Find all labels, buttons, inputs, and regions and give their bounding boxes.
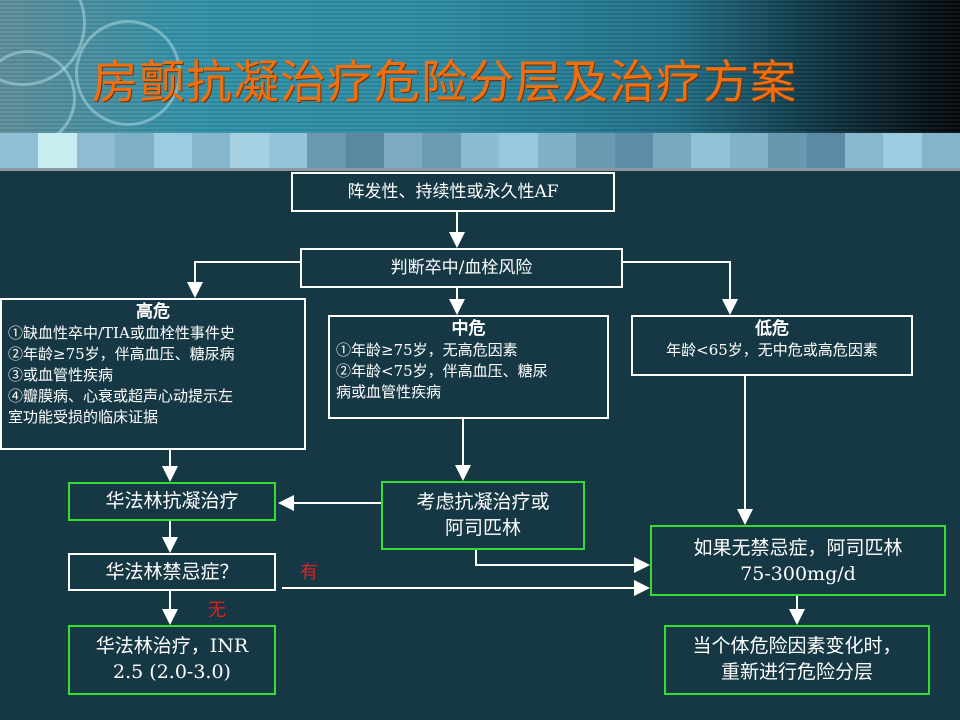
decorative-stripe-band (0, 133, 960, 168)
node-warfarin-contraindication: 华法林禁忌症？ (68, 553, 276, 591)
arrow-assess-to-high (187, 261, 300, 298)
criteria-line: 病或血管性疾病 (336, 383, 442, 401)
node-restratify: 当个体危险因素变化时， 重新进行危险分层 (664, 625, 930, 695)
node-mid-risk: 中危 ①年龄≥75岁，无高危因素 ②年龄<75岁，伴高血压、糖尿 病或血管性疾病 (328, 315, 609, 419)
node-warfarin-anticoagulation: 华法林抗凝治疗 (68, 482, 276, 521)
criteria-line: ②年龄<75岁，伴高血压、糖尿 (336, 362, 548, 380)
node-low-risk: 低危 年龄<65岁，无中危或高危因素 (631, 315, 913, 376)
node-text: 阵发性、持续性或永久性AF (347, 182, 559, 202)
node-text: 重新进行危险分层 (720, 661, 873, 683)
criteria-line: ②年龄≥75岁，伴高血压、糖尿病 (8, 345, 235, 363)
node-text: 如果无禁忌症，阿司匹林 (693, 537, 903, 559)
criteria-line: ①缺血性卒中/TIA或血栓性事件史 (8, 324, 235, 342)
node-text: 阿司匹林 (444, 517, 521, 539)
criteria-line: 室功能受损的临床证据 (8, 408, 159, 426)
arrow-consider-to-aspirin (475, 549, 650, 573)
node-aspirin: 如果无禁忌症，阿司匹林 75-300mg/d (650, 525, 946, 596)
node-high-risk: 高危 ①缺血性卒中/TIA或血栓性事件史 ②年龄≥75岁，伴高血压、糖尿病 ③或… (0, 298, 306, 450)
node-text: 75-300mg/d (740, 563, 856, 585)
criteria-line: ④瓣膜病、心衰或超声心动提示左 (8, 387, 234, 405)
node-heading: 低危 (755, 319, 789, 339)
criteria-line: ①年龄≥75岁，无高危因素 (336, 341, 518, 359)
slide-title: 房颤抗凝治疗危险分层及治疗方案 (92, 55, 797, 109)
edge-label-yes: 有 (300, 562, 318, 583)
node-text: 华法林禁忌症？ (105, 561, 239, 583)
node-heading: 高危 (136, 302, 170, 322)
node-consider-anticoag-or-aspirin: 考虑抗凝治疗或 阿司匹林 (381, 481, 585, 550)
divider (0, 168, 960, 171)
edge-label-no: 无 (208, 600, 226, 621)
node-text: 考虑抗凝治疗或 (416, 491, 550, 513)
node-assess-risk: 判断卒中/血栓风险 (300, 248, 623, 288)
node-heading: 中危 (451, 319, 486, 339)
node-text: 2.5 (2.0-3.0) (113, 661, 231, 683)
node-text: 当个体危险因素变化时， (692, 635, 902, 657)
node-text: 华法林抗凝治疗 (105, 490, 239, 512)
node-text: 华法林治疗，INR (95, 635, 249, 657)
arrow-assess-to-low (623, 261, 738, 315)
criteria-line: 年龄<65岁，无中危或高危因素 (666, 341, 878, 359)
node-text: 判断卒中/血栓风险 (390, 258, 533, 278)
slide-header-banner: 房颤抗凝治疗危险分层及治疗方案 (0, 0, 960, 146)
node-af-type: 阵发性、持续性或永久性AF (291, 172, 615, 212)
node-warfarin-inr: 华法林治疗，INR 2.5 (2.0-3.0) (68, 625, 276, 695)
criteria-line: ③或血管性疾病 (8, 366, 114, 384)
decorative-lens (75, 20, 181, 126)
